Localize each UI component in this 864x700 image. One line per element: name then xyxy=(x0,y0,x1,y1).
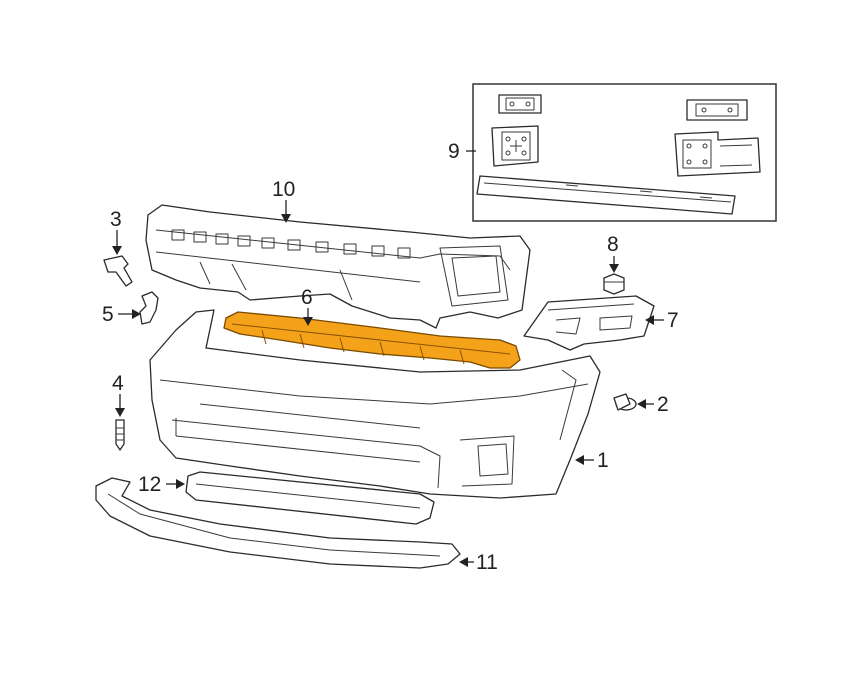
callout-11: 11 xyxy=(476,551,498,574)
callout-4: 4 xyxy=(112,372,124,395)
callout-10: 10 xyxy=(272,178,295,201)
inset-plate-bracket-right xyxy=(674,131,761,177)
side-bracket-7 xyxy=(523,295,655,351)
bumper-bracket-10 xyxy=(145,204,531,329)
callout-labels: 10 3 5 6 4 12 11 1 2 7 8 9 xyxy=(102,140,679,574)
callout-8: 8 xyxy=(607,233,619,256)
callout-3: 3 xyxy=(110,208,122,231)
nut-8 xyxy=(603,273,625,295)
inset-long-bar xyxy=(476,175,736,215)
clip-5 xyxy=(139,291,159,325)
lower-strip-12 xyxy=(185,471,435,525)
screw-4 xyxy=(115,419,125,451)
energy-absorber-6 xyxy=(223,311,521,369)
inset-plate-bracket-left xyxy=(491,125,539,167)
inset-bracket-small-right xyxy=(686,99,748,121)
callout-1: 1 xyxy=(597,449,609,472)
clip-3 xyxy=(103,255,133,287)
callout-12: 12 xyxy=(138,473,161,496)
leader-lines xyxy=(112,150,664,567)
lower-valance-11 xyxy=(95,477,461,569)
callout-9: 9 xyxy=(448,140,460,163)
callout-2: 2 xyxy=(657,393,669,416)
inset-panel xyxy=(472,83,777,222)
callout-5: 5 xyxy=(102,303,114,326)
callout-7: 7 xyxy=(667,309,679,332)
bumper-cover-1 xyxy=(149,309,601,499)
push-pin-2 xyxy=(613,393,637,411)
callout-6: 6 xyxy=(301,286,313,309)
inset-bracket-small-left xyxy=(498,94,542,114)
